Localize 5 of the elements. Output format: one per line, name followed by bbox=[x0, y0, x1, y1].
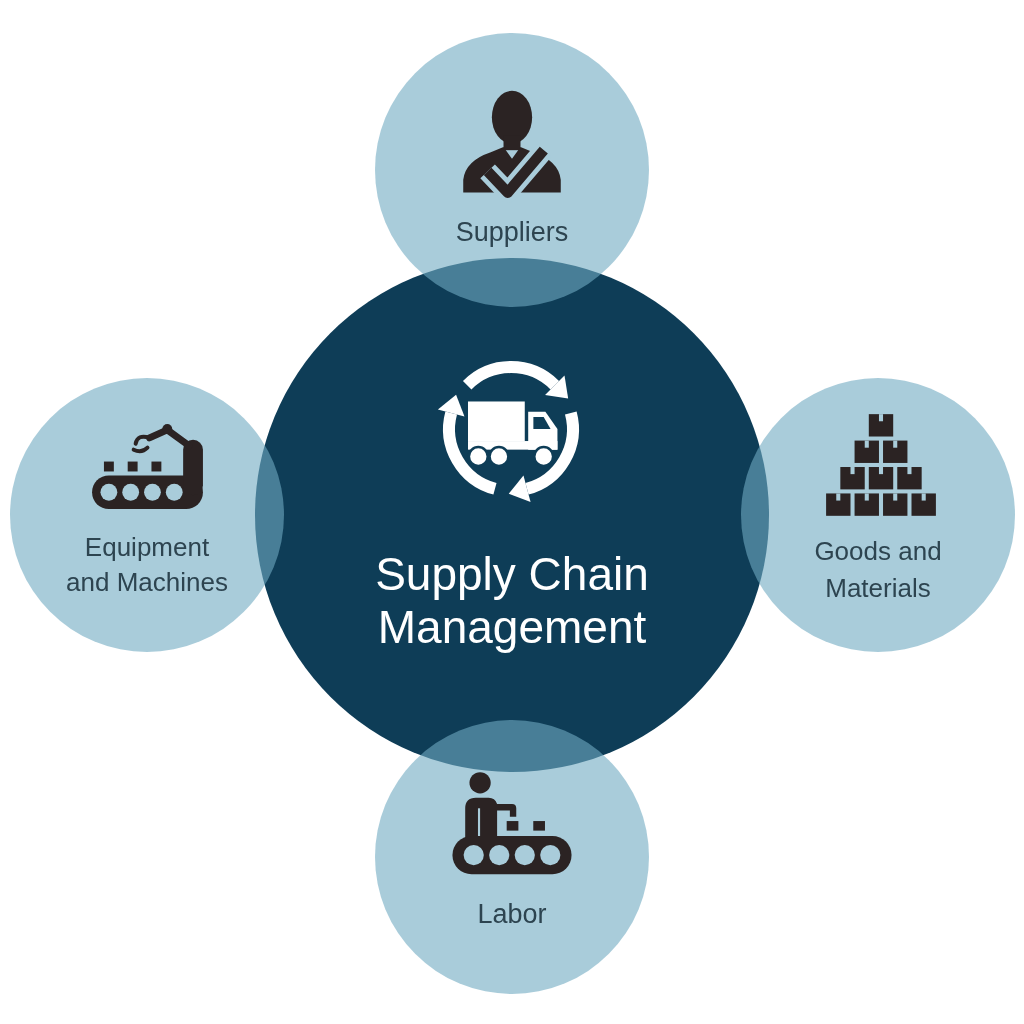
circle-label: Suppliers bbox=[455, 217, 569, 247]
circle-label: Equipment and Machines bbox=[66, 532, 228, 597]
circle-label: Supply Chain Management bbox=[375, 548, 649, 653]
circle-label: Labor bbox=[477, 899, 547, 929]
circle-label: Goods and Materials bbox=[814, 536, 942, 603]
